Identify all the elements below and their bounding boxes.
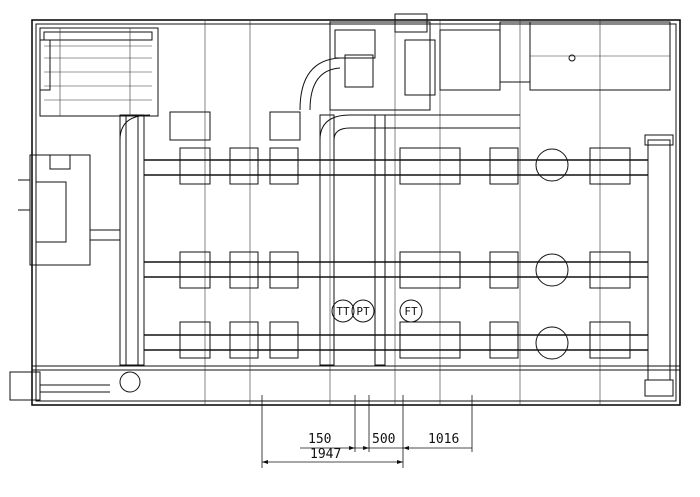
upper-equipment [299,13,671,111]
instrument-tags: TT PT FT [331,299,423,323]
vertical-headers [119,114,674,397]
pt-bubble [351,299,375,323]
dim-1016: 1016 [428,432,459,447]
ft-bubble [399,299,423,323]
dim-1947: 1947 [310,447,341,462]
ft-label: FT [404,305,418,318]
tt-label: TT [336,305,350,318]
dim-500: 500 [372,432,395,447]
pt-label: PT [356,305,370,318]
dim-150: 150 [308,432,331,447]
inlet-flange [9,371,141,401]
dimension-lines [261,395,473,468]
run-3 [144,321,648,360]
run-2 [144,251,648,289]
skid-frame [31,19,681,406]
run-1 [144,111,648,185]
tt-bubble [331,299,355,323]
control-cabinet [39,27,159,117]
left-filter [18,154,120,266]
